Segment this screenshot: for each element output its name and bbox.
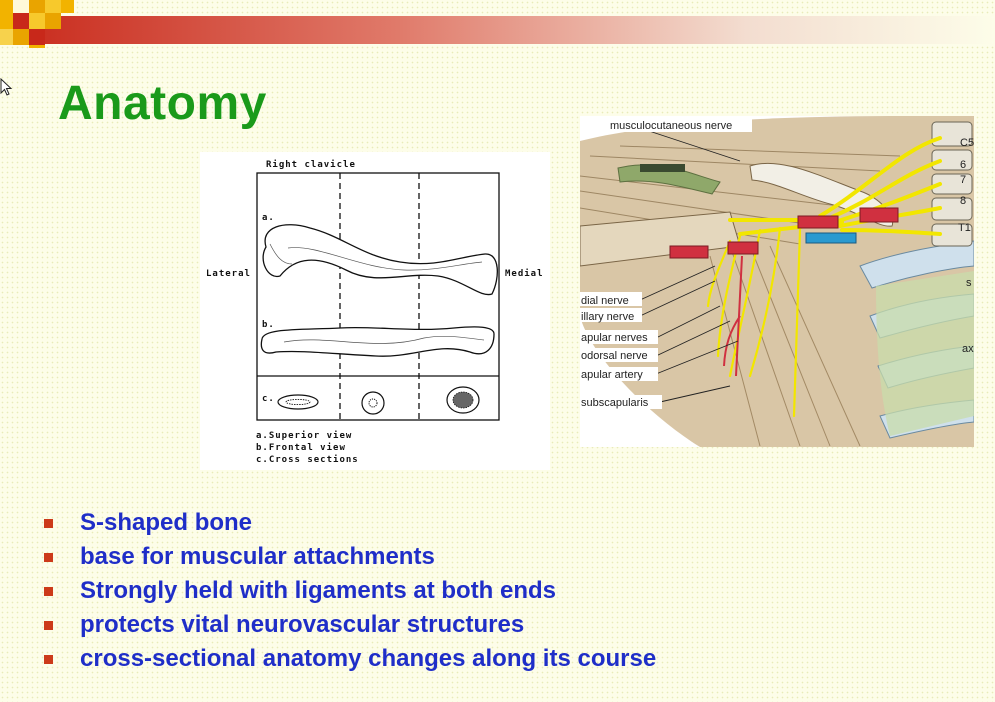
bullet-text: base for muscular attachments bbox=[80, 543, 435, 570]
view-a-marker: a. bbox=[262, 213, 275, 223]
square-bullet-icon bbox=[44, 553, 53, 562]
label-c8: 8 bbox=[960, 195, 966, 207]
bullet-list: S-shaped bone base for muscular attachme… bbox=[44, 506, 656, 676]
label-c6: 6 bbox=[960, 159, 966, 171]
label-musculocutaneous-nerve: musculocutaneous nerve bbox=[610, 120, 732, 132]
bullet-item: S-shaped bone bbox=[44, 506, 656, 540]
legend-cross-sections: c.Cross sections bbox=[256, 454, 359, 465]
label-subscapularis: subscapularis bbox=[581, 397, 649, 409]
brachial-plexus-illustration: musculocutaneous nerve dial nerve illary… bbox=[580, 116, 974, 447]
label-axillary-nerve: illary nerve bbox=[581, 311, 634, 323]
square-bullet-icon bbox=[44, 587, 53, 596]
view-c-marker: c. bbox=[262, 394, 275, 404]
label-s: s bbox=[966, 277, 972, 289]
bullet-text: S-shaped bone bbox=[80, 509, 253, 536]
label-subscapular-nerves: apular nerves bbox=[581, 332, 648, 344]
clavicle-diagram: Right clavicle Lateral Medial a. b. c. a… bbox=[200, 152, 550, 470]
label-t1: T1 bbox=[958, 222, 971, 234]
label-c7: 7 bbox=[960, 174, 966, 186]
clavicle-heading: Right clavicle bbox=[266, 159, 356, 170]
bullet-text: protects vital neurovascular structures bbox=[80, 611, 525, 638]
view-b-marker: b. bbox=[262, 320, 275, 330]
header-banner bbox=[0, 0, 995, 48]
clavicle-superior-view bbox=[262, 224, 498, 296]
medial-label: Medial bbox=[505, 268, 544, 279]
bullet-item: cross-sectional anatomy changes along it… bbox=[44, 642, 656, 676]
label-subscapular-artery: apular artery bbox=[581, 369, 643, 381]
legend-superior: a.Superior view bbox=[256, 430, 352, 441]
lateral-label: Lateral bbox=[206, 269, 251, 279]
label-ax: ax bbox=[962, 343, 974, 355]
legend-frontal: b.Frontal view bbox=[256, 442, 346, 453]
bullet-text: cross-sectional anatomy changes along it… bbox=[80, 645, 657, 672]
label-thoracodorsal-nerve: odorsal nerve bbox=[581, 350, 648, 362]
slide-title: Anatomy bbox=[58, 77, 267, 130]
clavicle-frontal-view bbox=[260, 326, 495, 357]
bullet-item: protects vital neurovascular structures bbox=[44, 608, 656, 642]
bullet-item: base for muscular attachments bbox=[44, 540, 656, 574]
square-bullet-icon bbox=[44, 655, 53, 664]
label-c5: C5 bbox=[960, 137, 974, 149]
square-bullet-icon bbox=[44, 519, 53, 528]
bullet-text: Strongly held with ligaments at both end… bbox=[80, 577, 557, 604]
label-radial-nerve: dial nerve bbox=[581, 295, 629, 307]
bullet-item: Strongly held with ligaments at both end… bbox=[44, 574, 656, 608]
square-bullet-icon bbox=[44, 621, 53, 630]
mouse-cursor-icon bbox=[0, 78, 13, 96]
